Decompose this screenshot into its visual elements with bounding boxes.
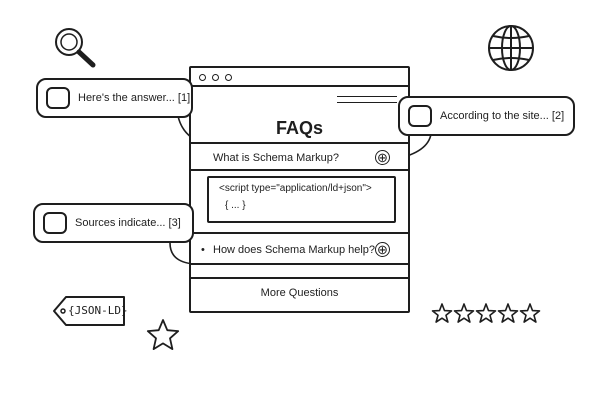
bubble-text: According to the site... [2] [440, 110, 565, 122]
price-tag-icon [53, 296, 125, 326]
rating-star-icon [475, 303, 497, 323]
window-dot [225, 74, 232, 81]
more-questions-link[interactable]: More Questions [260, 287, 339, 299]
divider [191, 232, 408, 234]
chat-bubble-answer: Here's the answer... [1] [36, 78, 193, 118]
faq-title: FAQs [275, 118, 323, 138]
menu-line [337, 102, 397, 103]
globe-icon [488, 25, 534, 71]
window-dot [212, 74, 219, 81]
rating-stars [431, 303, 541, 323]
json-ld-tag-label: {JSON-LD} [68, 304, 128, 317]
faq-window: FAQs What is Schema Markup? ⊕ <script ty… [189, 66, 410, 313]
magnifier-icon [55, 28, 96, 68]
divider [191, 263, 408, 265]
bubble-text: Sources indicate... [3] [75, 217, 181, 229]
chat-face-icon [46, 87, 70, 109]
menu-line [337, 96, 397, 97]
code-line-1: <script type="application/ld+json"> [219, 183, 372, 194]
star-icon [146, 319, 180, 350]
faq-question-2[interactable]: How does Schema Markup help? [213, 244, 376, 256]
chat-bubble-sources: Sources indicate... [3] [33, 203, 194, 243]
rating-star-icon [497, 303, 519, 323]
chat-face-icon [43, 212, 67, 234]
bullet: • [201, 244, 205, 256]
divider [191, 277, 408, 279]
chat-bubble-site: According to the site... [2] [398, 96, 575, 136]
bubble-text: Here's the answer... [1] [78, 92, 191, 104]
expand-question-1-button[interactable]: ⊕ [375, 150, 390, 165]
faq-question-1[interactable]: What is Schema Markup? [213, 152, 339, 164]
rating-star-icon [431, 303, 453, 323]
code-snippet: <script type="application/ld+json"> { ..… [207, 176, 396, 223]
rating-star-icon [519, 303, 541, 323]
title-bar-divider [191, 85, 408, 87]
expand-question-2-button[interactable]: ⊕ [375, 242, 390, 257]
rating-star-icon [453, 303, 475, 323]
divider [191, 169, 408, 171]
divider [191, 142, 408, 144]
code-line-2: { ... } [225, 200, 246, 211]
window-dot [199, 74, 206, 81]
window-controls [199, 74, 232, 81]
chat-face-icon [408, 105, 432, 127]
